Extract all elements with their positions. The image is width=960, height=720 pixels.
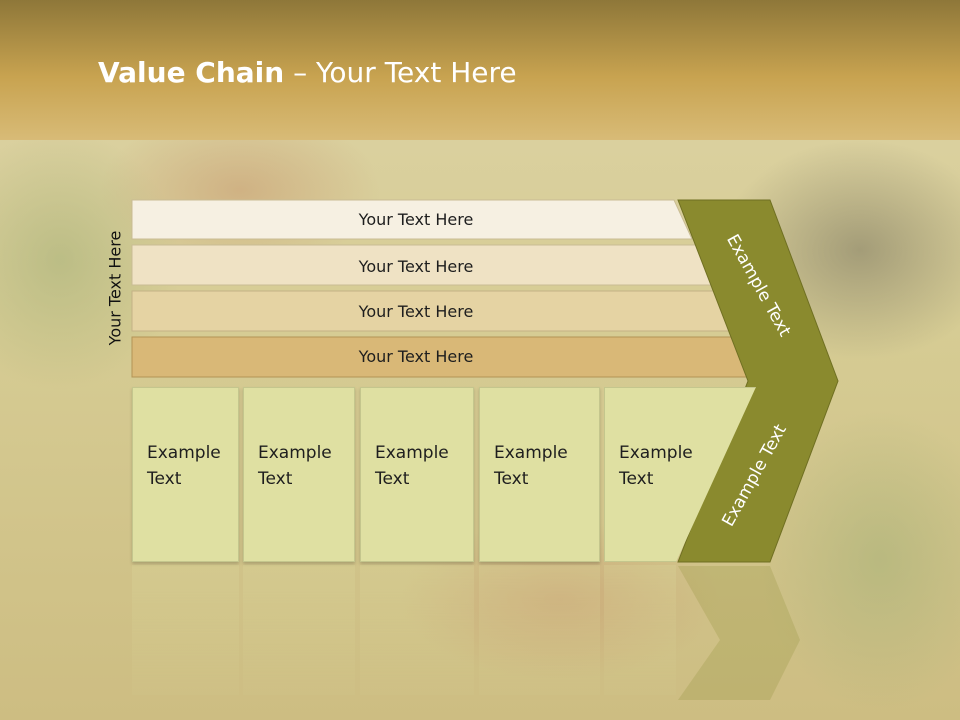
column-1-reflection (132, 565, 239, 695)
bar-4: Your Text Here (131, 336, 763, 378)
chevron-reflection (678, 566, 800, 700)
bar-2: Your Text Here (131, 244, 717, 286)
column-5-text: Example Text (619, 443, 693, 489)
chevron-arrow: Example Text Example Text (677, 199, 839, 563)
bar-1: Your Text Here (131, 199, 693, 240)
column-3-reflection (360, 565, 474, 695)
column-3: Example Text (360, 387, 474, 562)
column-1-text: Example Text (147, 443, 221, 489)
title-bold: Value Chain (98, 56, 285, 89)
bar-3-label: Your Text Here (358, 302, 474, 321)
column-2-text: Example Text (258, 443, 332, 489)
column-5-reflection (604, 565, 676, 695)
slide-title: Value Chain – Your Text Here (98, 56, 517, 89)
bar-4-label: Your Text Here (358, 347, 474, 366)
column-3-text: Example Text (375, 443, 449, 489)
column-4-text: Example Text (494, 443, 568, 489)
column-2-reflection (243, 565, 355, 695)
title-rest: – Your Text Here (284, 56, 517, 89)
column-2: Example Text (243, 387, 355, 562)
column-4-reflection (479, 565, 600, 695)
bar-1-label: Your Text Here (358, 210, 474, 229)
bar-3: Your Text Here (131, 290, 740, 332)
bar-2-label: Your Text Here (358, 257, 474, 276)
column-4: Example Text (479, 387, 600, 562)
column-1: Example Text (132, 387, 239, 562)
